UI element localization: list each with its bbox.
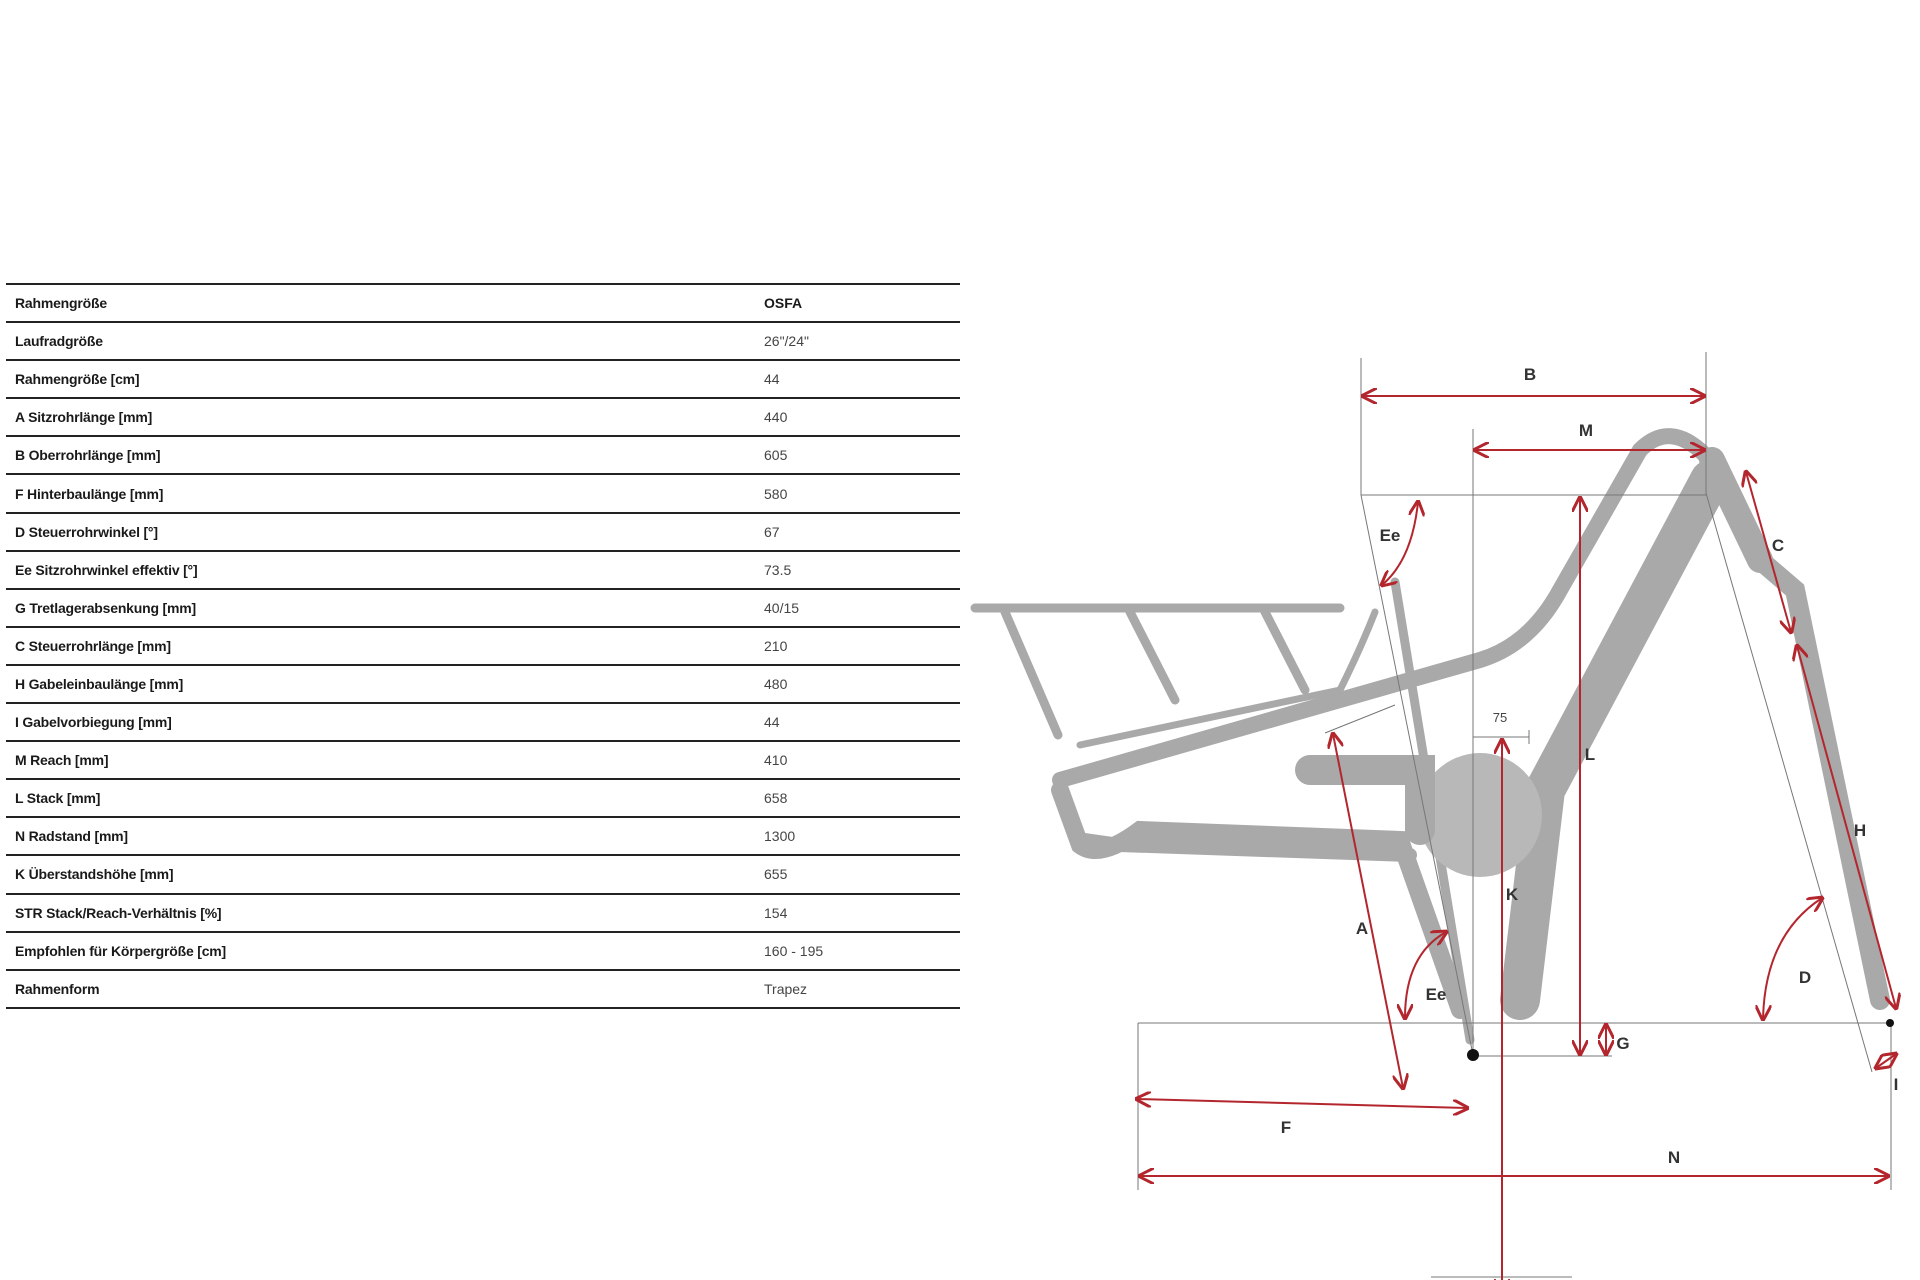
spec-value: 1300 [764, 828, 796, 845]
spec-label: M Reach [mm] [15, 752, 109, 769]
table-row: Rahmengröße OSFA [6, 285, 960, 324]
chain-stay [1051, 781, 1469, 1019]
dimension-labels: B M L K 75 G A F N C H D I Ee Ee [1281, 365, 1899, 1167]
spec-value: 580 [764, 485, 788, 502]
table-row: A Sitzrohrlänge [mm] 440 [6, 399, 960, 438]
label-I: I [1894, 1075, 1899, 1094]
label-Ee-top: Ee [1380, 526, 1401, 545]
spec-label: Laufradgröße [15, 333, 103, 350]
head-tube [1699, 447, 1773, 573]
spec-label: Rahmengröße [cm] [15, 371, 140, 388]
spec-label: F Hinterbaulänge [mm] [15, 485, 164, 502]
spec-value: 44 [764, 714, 780, 731]
bottom-bracket-point [1467, 1049, 1479, 1061]
fork [1750, 550, 1890, 1010]
front-axle-point [1886, 1019, 1894, 1027]
spec-label: Rahmengröße [15, 295, 107, 312]
spec-label: I Gabelvorbiegung [mm] [15, 714, 172, 731]
table-row: C Steuerrohrlänge [mm] 210 [6, 628, 960, 666]
label-M: M [1579, 421, 1593, 440]
label-G: G [1616, 1034, 1629, 1053]
spec-value: 44 [764, 371, 780, 388]
spec-label: Rahmenform [15, 980, 100, 997]
table-row: G Tretlagerabsenkung [mm] 40/15 [6, 590, 960, 628]
label-Ee-bottom: Ee [1426, 985, 1447, 1004]
label-B: B [1524, 365, 1536, 384]
spec-label: H Gabeleinbaulänge [mm] [15, 675, 184, 692]
table-row: H Gabeleinbaulänge [mm] 480 [6, 666, 960, 705]
spec-label: Ee Sitzrohrwinkel effektiv [°] [15, 561, 198, 578]
spec-value: 658 [764, 790, 788, 807]
spec-label: STR Stack/Reach-Verhältnis [%] [15, 904, 222, 921]
label-offset: 75 [1493, 710, 1507, 725]
cargo-rack [970, 577, 1475, 1045]
label-A: A [1356, 919, 1368, 938]
dim-F [1137, 1099, 1467, 1108]
label-F: F [1281, 1118, 1291, 1137]
motor-housing [1418, 753, 1542, 877]
spec-value: 480 [764, 675, 788, 692]
spec-label: K Überstandshöhe [mm] [15, 866, 174, 883]
table-row: Rahmenform Trapez [6, 971, 960, 1009]
spec-value: 26"/24" [764, 333, 809, 350]
spec-label: N Radstand [mm] [15, 828, 128, 845]
label-C: C [1772, 536, 1784, 555]
angle-D [1763, 898, 1822, 1019]
dim-C [1746, 472, 1791, 632]
spec-value: 67 [764, 523, 780, 540]
table-row: M Reach [mm] 410 [6, 742, 960, 781]
spec-value: 410 [764, 752, 788, 769]
table-row: Empfohlen für Körpergröße [cm] 160 - 195 [6, 933, 960, 971]
top-tube [1052, 428, 1713, 788]
angle-Ee-top [1382, 502, 1418, 585]
spec-label: G Tretlagerabsenkung [mm] [15, 599, 196, 616]
spec-label: A Sitzrohrlänge [mm] [15, 409, 153, 426]
spec-value: 73.5 [764, 561, 792, 578]
table-row: Rahmengröße [cm] 44 [6, 361, 960, 400]
battery-mount [1295, 755, 1435, 845]
bike-frame [970, 428, 1890, 1045]
geometry-table: Rahmengröße OSFA Laufradgröße 26"/24" Rahmen… [6, 283, 960, 1009]
table-row: Laufradgröße 26"/24" [6, 323, 960, 362]
table-row: F Hinterbaulänge [mm] 580 [6, 475, 960, 514]
spec-value: 210 [764, 637, 788, 654]
angle-Ee-bottom [1405, 932, 1446, 1018]
spec-label: L Stack [mm] [15, 790, 101, 807]
table-row: D Steuerrohrwinkel [°] 67 [6, 514, 960, 552]
spec-value: 40/15 [764, 599, 800, 616]
spec-label: B Oberrohrlänge [mm] [15, 447, 161, 464]
table-row: K Überstandshöhe [mm] 655 [6, 856, 960, 895]
lower-stay [1078, 833, 1417, 862]
label-N: N [1668, 1148, 1680, 1167]
spec-value: 605 [764, 447, 788, 464]
table-row: I Gabelvorbiegung [mm] 44 [6, 704, 960, 743]
dim-A [1333, 734, 1403, 1088]
dimension-lines [1137, 396, 1896, 1280]
spec-label: D Steuerrohrwinkel [°] [15, 523, 158, 540]
spec-value: OSFA [764, 295, 803, 312]
dim-I [1876, 1054, 1896, 1068]
spec-value: 440 [764, 409, 788, 426]
label-H: H [1854, 821, 1866, 840]
spec-value: Trapez [764, 980, 808, 997]
table-row: B Oberrohrlänge [mm] 605 [6, 437, 960, 476]
rack-support [1076, 608, 1379, 749]
label-D: D [1799, 968, 1811, 987]
label-K: K [1506, 885, 1519, 904]
down-tube [1500, 460, 1730, 1020]
table-row: Ee Sitzrohrwinkel effektiv [°] 73.5 [6, 552, 960, 590]
table-row: L Stack [mm] 658 [6, 780, 960, 819]
table-row: STR Stack/Reach-Verhältnis [%] 154 [6, 895, 960, 933]
spec-value: 655 [764, 866, 788, 883]
label-L: L [1585, 745, 1595, 764]
spec-value: 154 [764, 904, 788, 921]
spec-value: 160 - 195 [764, 942, 824, 959]
spec-label: Empfohlen für Körpergröße [cm] [15, 942, 227, 959]
table-row: N Radstand [mm] 1300 [6, 818, 960, 857]
dim-H [1797, 646, 1896, 1008]
spec-label: C Steuerrohrlänge [mm] [15, 637, 171, 654]
